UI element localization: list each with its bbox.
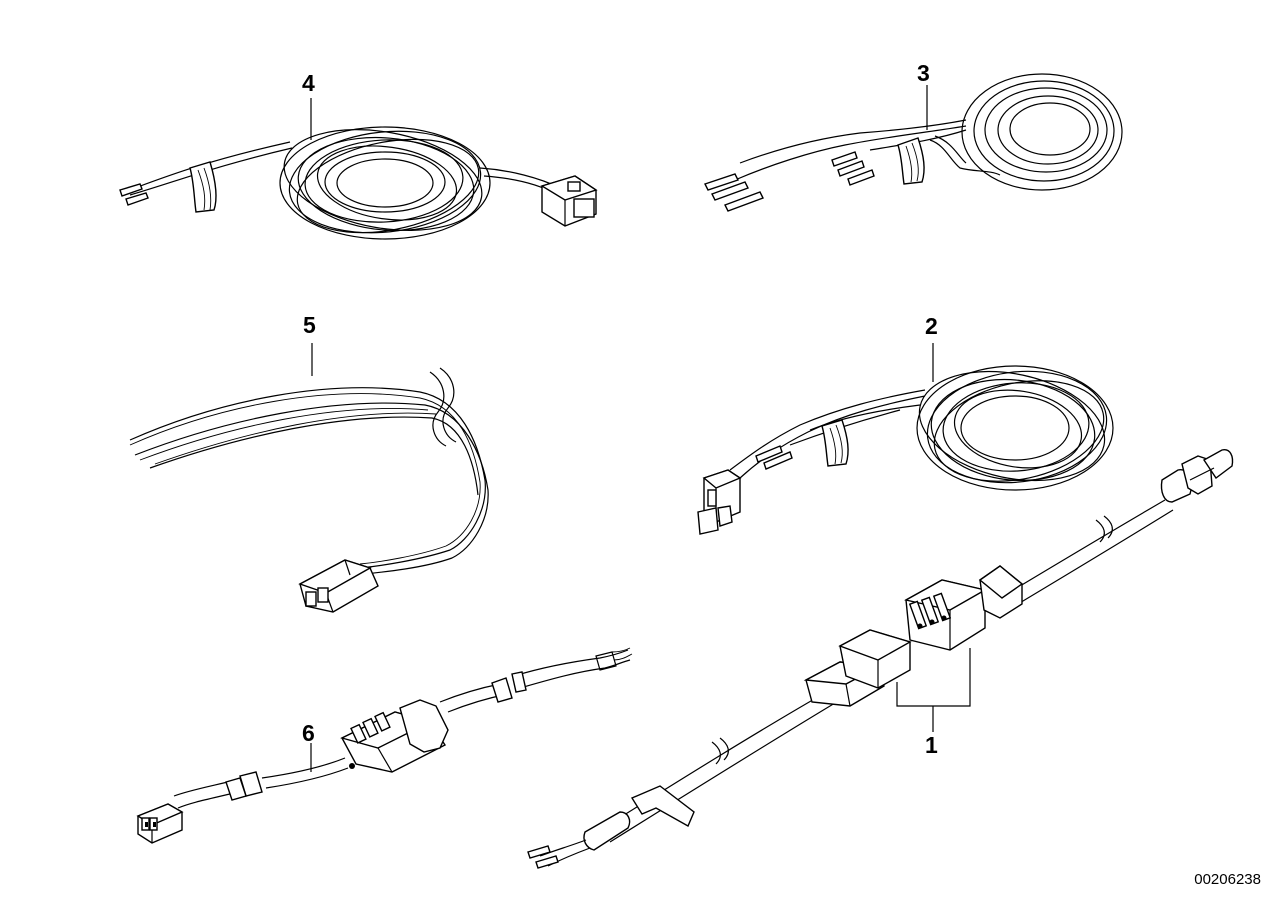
- callout-3: 3: [917, 60, 930, 86]
- coil-3: [961, 73, 1123, 191]
- plug-connector-1: [803, 629, 912, 707]
- part-6-cable: [136, 647, 633, 844]
- part-5-wiring-harness: [129, 343, 489, 613]
- document-number: 00206238: [1194, 871, 1261, 888]
- part-1-cable: [527, 449, 1234, 869]
- connector-5: [298, 559, 379, 613]
- coil-4: [279, 126, 491, 240]
- callout-5: 5: [303, 312, 316, 338]
- callout-2: 2: [925, 313, 938, 339]
- small-connector-6: [136, 803, 184, 844]
- callout-1: 1: [925, 732, 938, 758]
- end-connector-1: [1160, 449, 1234, 503]
- coil-2: [916, 365, 1114, 491]
- part-2-wiring-harness: [697, 343, 1114, 535]
- box-connector-4: [540, 175, 598, 227]
- part-4-wiring-harness: [119, 98, 598, 240]
- connector-2: [697, 469, 742, 535]
- socket-connector-1: [904, 565, 1024, 651]
- callout-4: 4: [302, 70, 315, 96]
- callout-6: 6: [302, 720, 315, 746]
- connector-6: [340, 699, 449, 773]
- tape-flag-1: [630, 785, 695, 827]
- part-3-wiring-harness: [704, 73, 1123, 212]
